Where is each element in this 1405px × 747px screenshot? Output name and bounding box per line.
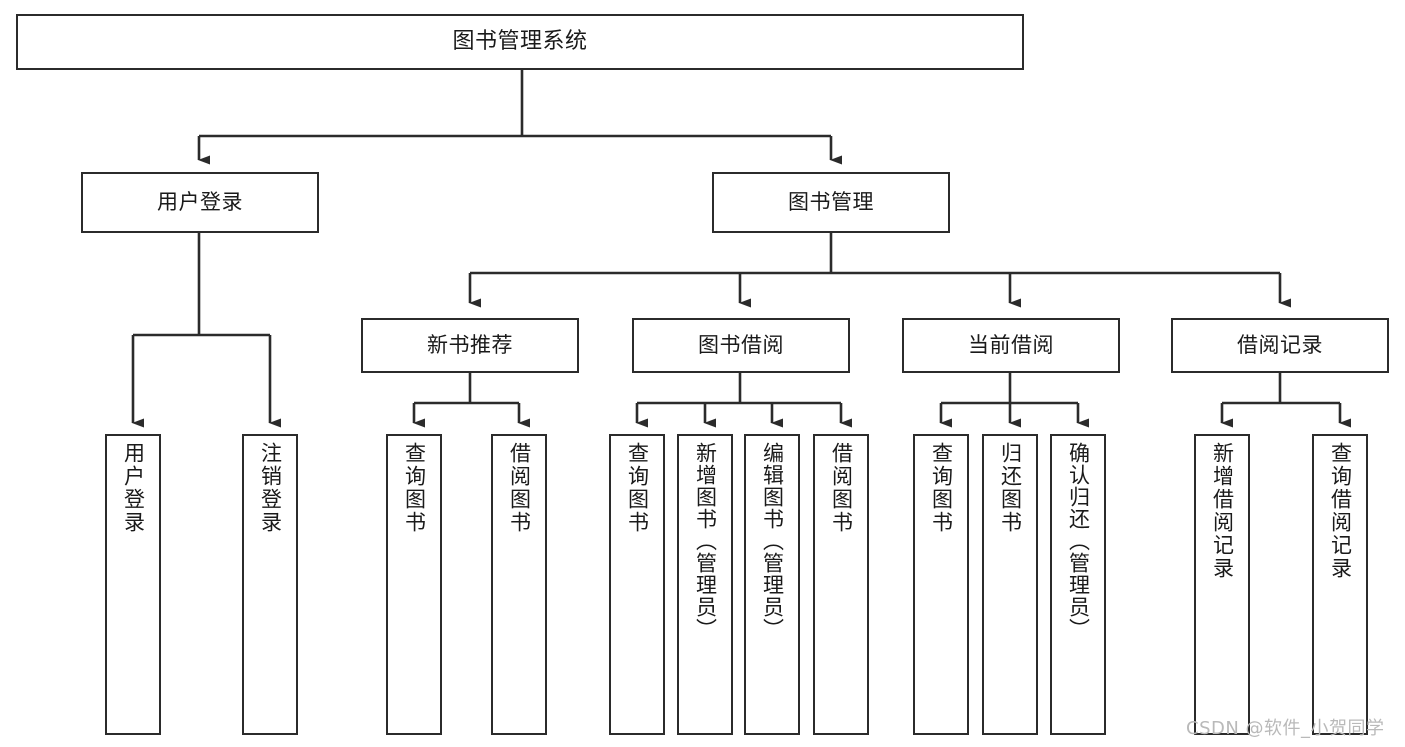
node-label: 查询图书	[929, 442, 954, 534]
leaf-book-borrow-add[interactable]: 新增图书（管理员）	[677, 434, 733, 735]
node-label: 用户登录	[121, 442, 146, 534]
node-label: 注销登录	[258, 442, 283, 534]
leaf-book-borrow-borrow[interactable]: 借阅图书	[813, 434, 869, 735]
node-label: 查询图书	[625, 442, 650, 534]
node-label: 编辑图书（管理员）	[760, 442, 785, 640]
leaf-current-borrow-confirm-return[interactable]: 确认归还（管理员）	[1050, 434, 1106, 735]
node-label: 新增图书（管理员）	[693, 442, 718, 640]
node-book-borrow[interactable]: 图书借阅	[632, 318, 850, 373]
node-user-login[interactable]: 用户登录	[81, 172, 319, 233]
node-label: 归还图书	[998, 442, 1023, 534]
leaf-book-borrow-edit[interactable]: 编辑图书（管理员）	[744, 434, 800, 735]
node-current-borrow[interactable]: 当前借阅	[902, 318, 1120, 373]
node-label: 新增借阅记录	[1210, 442, 1235, 580]
node-book-management[interactable]: 图书管理	[712, 172, 950, 233]
node-label: 新书推荐	[427, 333, 513, 358]
csdn-watermark: CSDN @软件_小贺同学	[1186, 718, 1385, 739]
node-label: 借阅图书	[507, 442, 532, 534]
node-new-book-recommend[interactable]: 新书推荐	[361, 318, 579, 373]
node-label: 查询图书	[402, 442, 427, 534]
node-root-system[interactable]: 图书管理系统	[16, 14, 1024, 70]
node-label: 确认归还（管理员）	[1066, 442, 1091, 640]
node-label: 借阅记录	[1237, 333, 1323, 358]
node-label: 用户登录	[157, 190, 243, 215]
leaf-user-login-login[interactable]: 用户登录	[105, 434, 161, 735]
leaf-borrow-record-query[interactable]: 查询借阅记录	[1312, 434, 1368, 735]
node-label: 借阅图书	[829, 442, 854, 534]
node-label: 图书管理系统	[452, 29, 588, 55]
leaf-user-login-logout[interactable]: 注销登录	[242, 434, 298, 735]
leaf-current-borrow-query[interactable]: 查询图书	[913, 434, 969, 735]
leaf-borrow-record-add[interactable]: 新增借阅记录	[1194, 434, 1250, 735]
node-label: 图书管理	[788, 190, 874, 215]
node-label: 当前借阅	[968, 333, 1054, 358]
node-label: 查询借阅记录	[1328, 442, 1353, 580]
leaf-new-book-borrow[interactable]: 借阅图书	[491, 434, 547, 735]
leaf-new-book-query[interactable]: 查询图书	[386, 434, 442, 735]
node-borrow-record[interactable]: 借阅记录	[1171, 318, 1389, 373]
node-label: 图书借阅	[698, 333, 784, 358]
leaf-current-borrow-return[interactable]: 归还图书	[982, 434, 1038, 735]
leaf-book-borrow-query[interactable]: 查询图书	[609, 434, 665, 735]
